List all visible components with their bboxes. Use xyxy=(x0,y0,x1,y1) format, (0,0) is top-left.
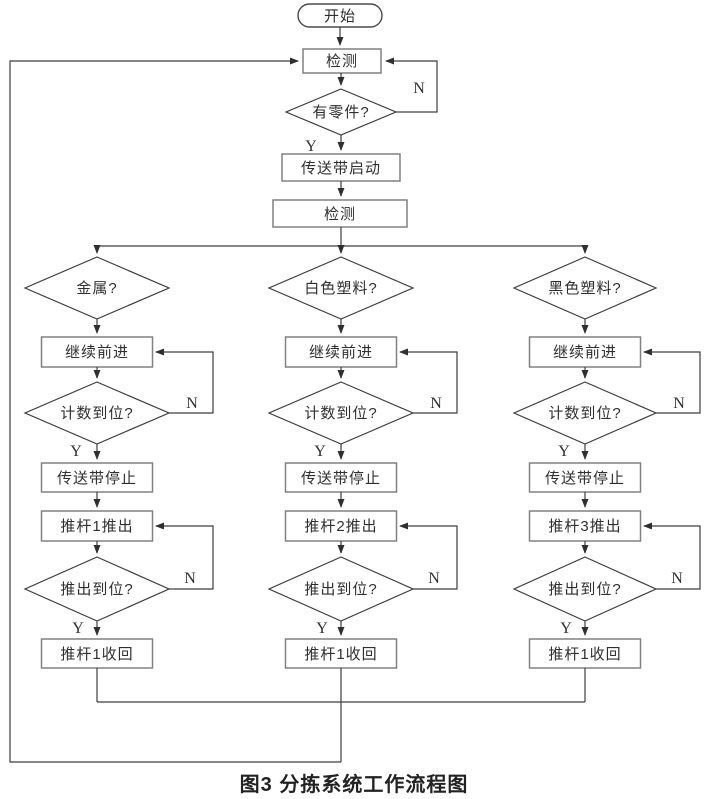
metal-push-label: 推杆1推出 xyxy=(60,518,133,535)
detect2-box xyxy=(272,199,408,228)
white-advance-box xyxy=(284,336,398,368)
white-count-label: 计数到位? xyxy=(304,405,377,422)
metal-retract-label: 推杆1收回 xyxy=(60,646,133,663)
metal-advance-box xyxy=(40,336,154,368)
metal-pushok-label: 推出到位? xyxy=(60,581,133,598)
haspart-label: 有零件? xyxy=(312,104,369,121)
white-retract-box xyxy=(284,638,398,669)
feedback-return-line xyxy=(9,57,341,763)
node-start: 开始 xyxy=(297,3,383,28)
node-detect-1: 检测 xyxy=(302,48,382,74)
white-count-no-label: N xyxy=(430,395,442,412)
black-beltstop-box xyxy=(528,462,642,493)
black-pushok-label: 推出到位? xyxy=(548,581,621,598)
node-belt-start: 传送带启动 xyxy=(281,153,401,182)
node-detect-2: 检测 xyxy=(272,199,408,228)
detect1-box xyxy=(302,48,382,74)
metal-count-no-loop xyxy=(155,348,214,414)
white-pushok-label: 推出到位? xyxy=(304,581,377,598)
black-push-box xyxy=(528,510,642,542)
start-label: 开始 xyxy=(324,8,356,25)
black-retract-box xyxy=(528,638,642,669)
black-pushok-yes-label: Y xyxy=(560,620,572,637)
figure-caption: 图3 分拣系统工作流程图 xyxy=(239,774,469,796)
white-pushok-no-label: N xyxy=(428,570,440,587)
beltstart-label: 传送带启动 xyxy=(301,160,381,177)
edge-haspart-no-loop xyxy=(385,57,438,113)
metal-count-no-label: N xyxy=(186,395,198,412)
black-count-no-loop xyxy=(643,348,701,414)
node-has-part: 有零件? xyxy=(284,88,398,136)
flowchart-canvas: 开始 检测 有零件? N Y 传送带启动 检测 金属? 继续前进 计数到位? N xyxy=(9,3,701,763)
metal-pushok-yes-label: Y xyxy=(72,620,84,637)
white-count-no-loop xyxy=(399,348,458,414)
white-beltstop-box xyxy=(284,462,398,493)
metal-push-box xyxy=(40,510,154,542)
branch-white-plastic: 白色塑料? 继续前进 计数到位? N Y 传送带停止 推杆2推出 推出到位? N… xyxy=(267,256,458,762)
black-count-yes-label: Y xyxy=(558,443,570,460)
black-pushok-no-label: N xyxy=(671,570,683,587)
black-count-label: 计数到位? xyxy=(548,405,621,422)
white-pushok-yes-label: Y xyxy=(316,620,328,637)
detect1-label: 检测 xyxy=(326,53,358,70)
black-count-no-label: N xyxy=(673,395,685,412)
branch-black-plastic: 黑色塑料? 继续前进 计数到位? N Y 传送带停止 推杆3推出 推出到位? N… xyxy=(512,256,701,702)
white-push-box xyxy=(284,510,398,542)
white-count-yes-label: Y xyxy=(314,443,326,460)
black-pushok-no-loop xyxy=(643,522,701,590)
metal-condition-label: 金属? xyxy=(76,280,117,297)
white-beltstop-label: 传送带停止 xyxy=(301,470,381,487)
black-beltstop-label: 传送带停止 xyxy=(545,470,625,487)
black-advance-label: 继续前进 xyxy=(553,344,617,361)
metal-count-yes-label: Y xyxy=(70,443,82,460)
black-push-label: 推杆3推出 xyxy=(548,518,621,535)
haspart-no-label: N xyxy=(413,80,425,97)
white-condition-label: 白色塑料? xyxy=(304,280,377,297)
metal-pushok-no-loop xyxy=(155,522,214,590)
white-push-label: 推杆2推出 xyxy=(304,518,377,535)
branch-metal: 金属? 继续前进 计数到位? N Y 传送带停止 推杆1推出 推出到位? N Y… xyxy=(23,256,214,702)
white-pushok-no-loop xyxy=(399,522,458,590)
metal-beltstop-label: 传送带停止 xyxy=(57,470,137,487)
black-retract-label: 推杆1收回 xyxy=(548,646,621,663)
white-retract-label: 推杆1收回 xyxy=(304,646,377,663)
beltstart-box xyxy=(281,153,401,182)
metal-advance-label: 继续前进 xyxy=(65,344,129,361)
detect2-label: 检测 xyxy=(324,206,356,223)
metal-pushok-no-label: N xyxy=(184,570,196,587)
white-advance-label: 继续前进 xyxy=(309,344,373,361)
black-condition-label: 黑色塑料? xyxy=(548,280,621,297)
metal-count-label: 计数到位? xyxy=(60,405,133,422)
haspart-yes-label: Y xyxy=(305,138,317,155)
